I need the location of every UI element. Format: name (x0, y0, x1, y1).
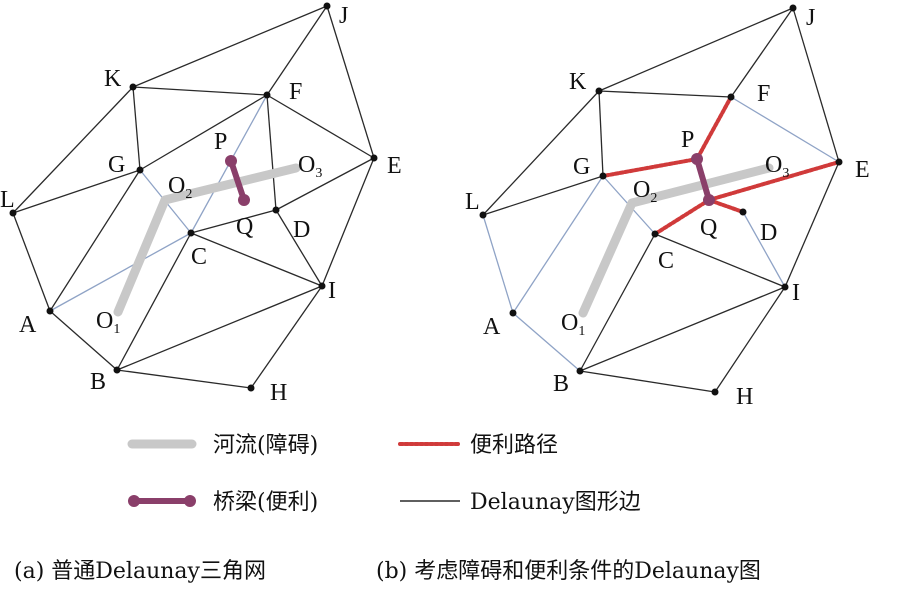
diagram-a-black-edges (12, 5, 375, 389)
label-P: P (214, 129, 227, 155)
legend: 河流(障碍) 便利路径 桥梁(便利) Delaunay图形边 (127, 433, 641, 515)
label-G: G (573, 154, 590, 180)
label-E: E (387, 153, 402, 179)
diagram-b-blue-edges (482, 96, 840, 372)
label-I: I (328, 278, 336, 304)
label-O3: O3 (298, 152, 322, 181)
label-D: D (760, 220, 777, 246)
label-A: A (19, 312, 37, 338)
label-K: K (569, 69, 587, 95)
label-B: B (90, 369, 106, 395)
label-K: K (104, 66, 122, 92)
diagram-b-nodes (479, 4, 843, 396)
label-C: C (191, 244, 207, 270)
diagram-a: J K F P O2 O3 G E L Q D C I A O1 B H (0, 2, 402, 406)
legend-bridge: 桥梁(便利) (128, 490, 318, 515)
legend-bridge-label: 桥梁(便利) (213, 490, 318, 515)
legend-path-label: 便利路径 (470, 433, 558, 458)
label-Q: Q (700, 215, 717, 241)
legend-river-label: 河流(障碍) (213, 433, 318, 458)
diagram-b: J K F P O2 O3 G E L Q D C I A O1 B H (465, 4, 870, 410)
diagram-a-river (113, 163, 301, 317)
label-F: F (289, 79, 302, 105)
label-C: C (658, 248, 674, 274)
label-H: H (736, 384, 753, 410)
label-O1: O1 (96, 308, 120, 337)
diagram-b-convenient-path (601, 95, 841, 236)
label-P: P (681, 127, 694, 153)
diagram-a-bridge (225, 155, 250, 206)
caption-a: (a) 普通Delaunay三角网 (14, 559, 266, 584)
label-O2: O2 (633, 177, 657, 206)
label-I: I (792, 280, 800, 306)
diagram-a-nodes (9, 2, 378, 392)
label-O3: O3 (765, 152, 789, 181)
diagram-b-bridge (691, 153, 715, 206)
label-E: E (855, 157, 870, 183)
label-O1: O1 (561, 310, 585, 339)
legend-path: 便利路径 (398, 433, 558, 458)
legend-edge-label: Delaunay图形边 (470, 490, 641, 515)
diagram-b-river (578, 163, 774, 318)
label-Q: Q (236, 214, 253, 240)
diagram-b-black-edges (482, 7, 840, 393)
diagram-a-labels: J K F P O2 O3 G E L Q D C I A O1 B H (0, 3, 402, 406)
legend-edge: Delaunay图形边 (400, 490, 641, 515)
label-A: A (483, 314, 501, 340)
label-L: L (0, 187, 15, 213)
label-G: G (108, 152, 125, 178)
label-J: J (806, 5, 815, 31)
label-O2: O2 (168, 173, 192, 202)
label-D: D (293, 217, 310, 243)
legend-river: 河流(障碍) (127, 433, 318, 458)
label-J: J (339, 3, 348, 29)
caption-b: (b) 考虑障碍和便利条件的Delaunay图 (376, 559, 761, 584)
diagram-a-blue-edges (49, 94, 268, 312)
label-B: B (553, 371, 569, 397)
diagram-b-labels: J K F P O2 O3 G E L Q D C I A O1 B H (465, 5, 870, 410)
label-F: F (757, 81, 770, 107)
label-L: L (465, 189, 480, 215)
label-H: H (270, 380, 287, 406)
